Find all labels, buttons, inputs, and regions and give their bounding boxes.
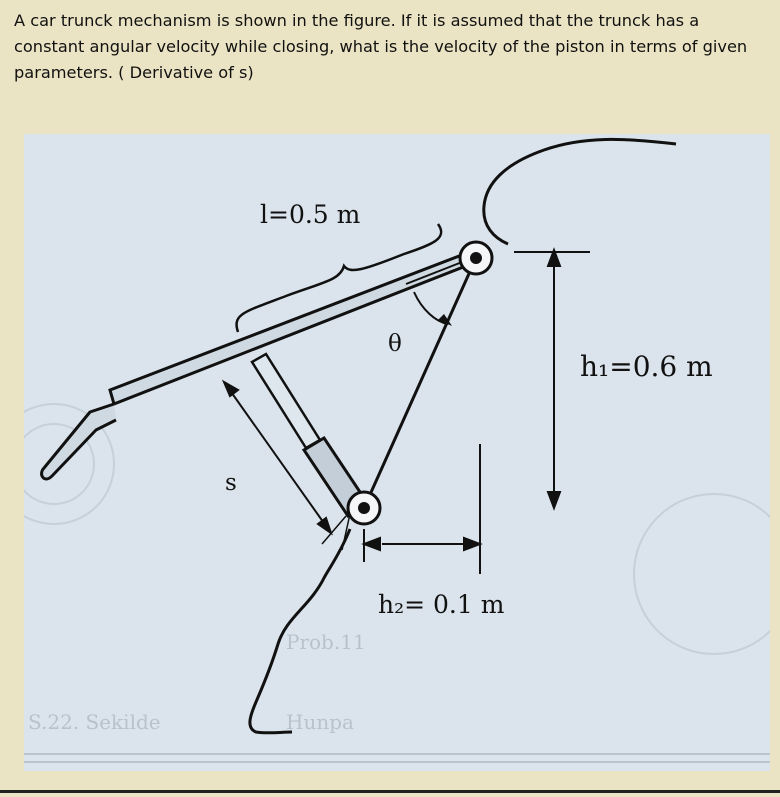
label-h1: h₁=0.6 m (580, 350, 713, 383)
label-s: s (225, 470, 237, 496)
car-body-upper-curve (482, 137, 677, 246)
upper-hinge (458, 240, 494, 276)
h1-dimension (514, 247, 590, 511)
trunk-lid-hook (40, 402, 117, 481)
bleed-text-prob: Prob.11 (286, 630, 366, 654)
length-brace (235, 223, 443, 333)
piston-strut (250, 352, 371, 519)
mechanism-drawing (24, 137, 770, 763)
label-theta: θ (388, 331, 402, 357)
background-bleed-circles (24, 403, 770, 655)
s-dimension-arrow (221, 379, 333, 536)
label-h2: h₂= 0.1 m (378, 590, 505, 619)
trunk-mechanism-figure: l=0.5 m θ h₁=0.6 m s h₂= 0.1 m Prob.11 S… (24, 134, 770, 771)
bleed-text-sekil: S.22. Sekilde (28, 710, 161, 734)
bottom-border (0, 790, 780, 793)
car-body-lower-curve (248, 528, 352, 735)
trunk-lid (108, 245, 483, 406)
lower-pivot (321, 490, 382, 551)
ground-hatch (24, 753, 770, 763)
bleed-text-hunpa: Hunpa (286, 710, 354, 734)
h2-dimension (361, 444, 483, 574)
theta-arc (413, 291, 449, 325)
question-text: A car trunck mechanism is shown in the f… (14, 11, 748, 82)
link-bar (362, 257, 478, 509)
label-length-l: l=0.5 m (260, 200, 361, 229)
